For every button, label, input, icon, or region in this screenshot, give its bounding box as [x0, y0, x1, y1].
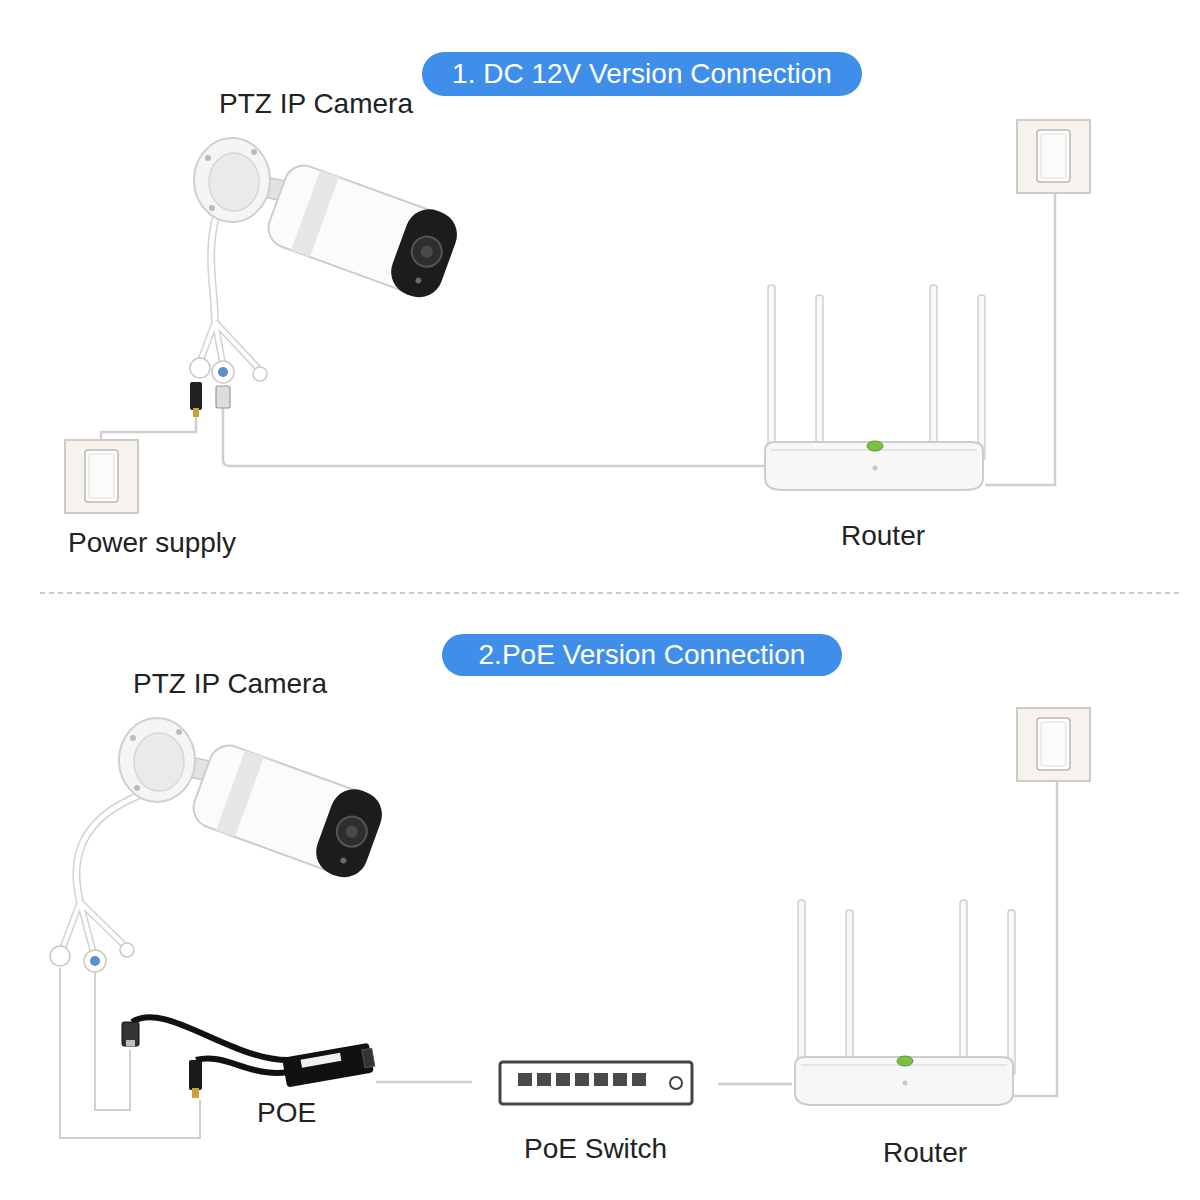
poe-switch-part [632, 1073, 646, 1086]
poe-wires-part [122, 1022, 139, 1046]
poe-wires [50, 781, 1057, 1138]
poe-switch [500, 1062, 692, 1104]
poe-wires-part [62, 902, 124, 955]
poe-wires-part [84, 950, 106, 972]
poe-wires-part [120, 943, 134, 957]
poe-wires-part [62, 902, 124, 955]
poe-splitter-part [282, 1043, 374, 1088]
dc-wires-part [200, 322, 258, 368]
device-label: PTZ IP Camera [133, 668, 327, 700]
dc-wires-part [212, 361, 234, 383]
wall-outlet [1017, 120, 1090, 193]
poe-splitter [282, 1042, 376, 1087]
poe-wires-part [189, 1060, 202, 1090]
section-divider [40, 592, 1180, 594]
camera-illustration [119, 718, 389, 884]
device-label: Router [883, 1137, 967, 1169]
dc-wires-part [101, 416, 196, 442]
poe-wires-part [132, 1017, 288, 1060]
poe-wires-part [192, 1088, 199, 1098]
poe-splitter-part [362, 1048, 375, 1067]
poe-switch-part [500, 1062, 692, 1104]
poe-wires-part [196, 1058, 288, 1072]
dc-wires-part [253, 367, 267, 381]
dc-wires-part [218, 367, 228, 377]
dc-wires-part [193, 408, 199, 417]
poe-switch-part [537, 1073, 551, 1086]
poe-wires-part [50, 946, 70, 966]
poe-switch-part [518, 1073, 532, 1086]
device-label: Router [841, 520, 925, 552]
poe-wires-part [90, 956, 100, 966]
poe-switch-part [575, 1073, 589, 1086]
section-pill: 1. DC 12V Version Connection [422, 52, 862, 96]
wall-outlet [1017, 708, 1090, 781]
device-label: Power supply [68, 527, 236, 559]
dc-wires-part [200, 322, 258, 368]
poe-wires-part [376, 1081, 472, 1084]
dc-wires-part [190, 358, 210, 378]
poe-splitter-part [301, 1053, 342, 1068]
power-outlet [65, 440, 138, 513]
dc-wires-part [985, 193, 1055, 485]
section-title: 1. DC 12V Version Connection [452, 58, 832, 90]
section-pill: 2.PoE Version Connection [442, 634, 842, 676]
poe-wires-part [76, 795, 140, 902]
dc-wires-part [223, 408, 768, 466]
device-label: PoE Switch [524, 1133, 667, 1165]
device-label: PTZ IP Camera [219, 88, 413, 120]
poe-switch-part [594, 1073, 608, 1086]
dc-wires-part [211, 212, 217, 322]
dc-wires-part [211, 212, 217, 322]
poe-wires-part [60, 968, 200, 1138]
poe-switch-part [670, 1077, 682, 1089]
poe-switch-part [613, 1073, 627, 1086]
router-illustration [765, 285, 985, 490]
router-illustration [795, 900, 1015, 1105]
poe-wires-part [1013, 781, 1057, 1096]
dc-wires-part [216, 386, 230, 408]
section-title: 2.PoE Version Connection [479, 639, 806, 671]
poe-wires-part [718, 1083, 792, 1086]
poe-wires-part [126, 1040, 135, 1046]
dc-wires-part [190, 382, 202, 410]
poe-wires-part [76, 795, 140, 902]
device-label: POE [257, 1097, 316, 1129]
camera-illustration [194, 138, 464, 304]
poe-switch-part [556, 1073, 570, 1086]
